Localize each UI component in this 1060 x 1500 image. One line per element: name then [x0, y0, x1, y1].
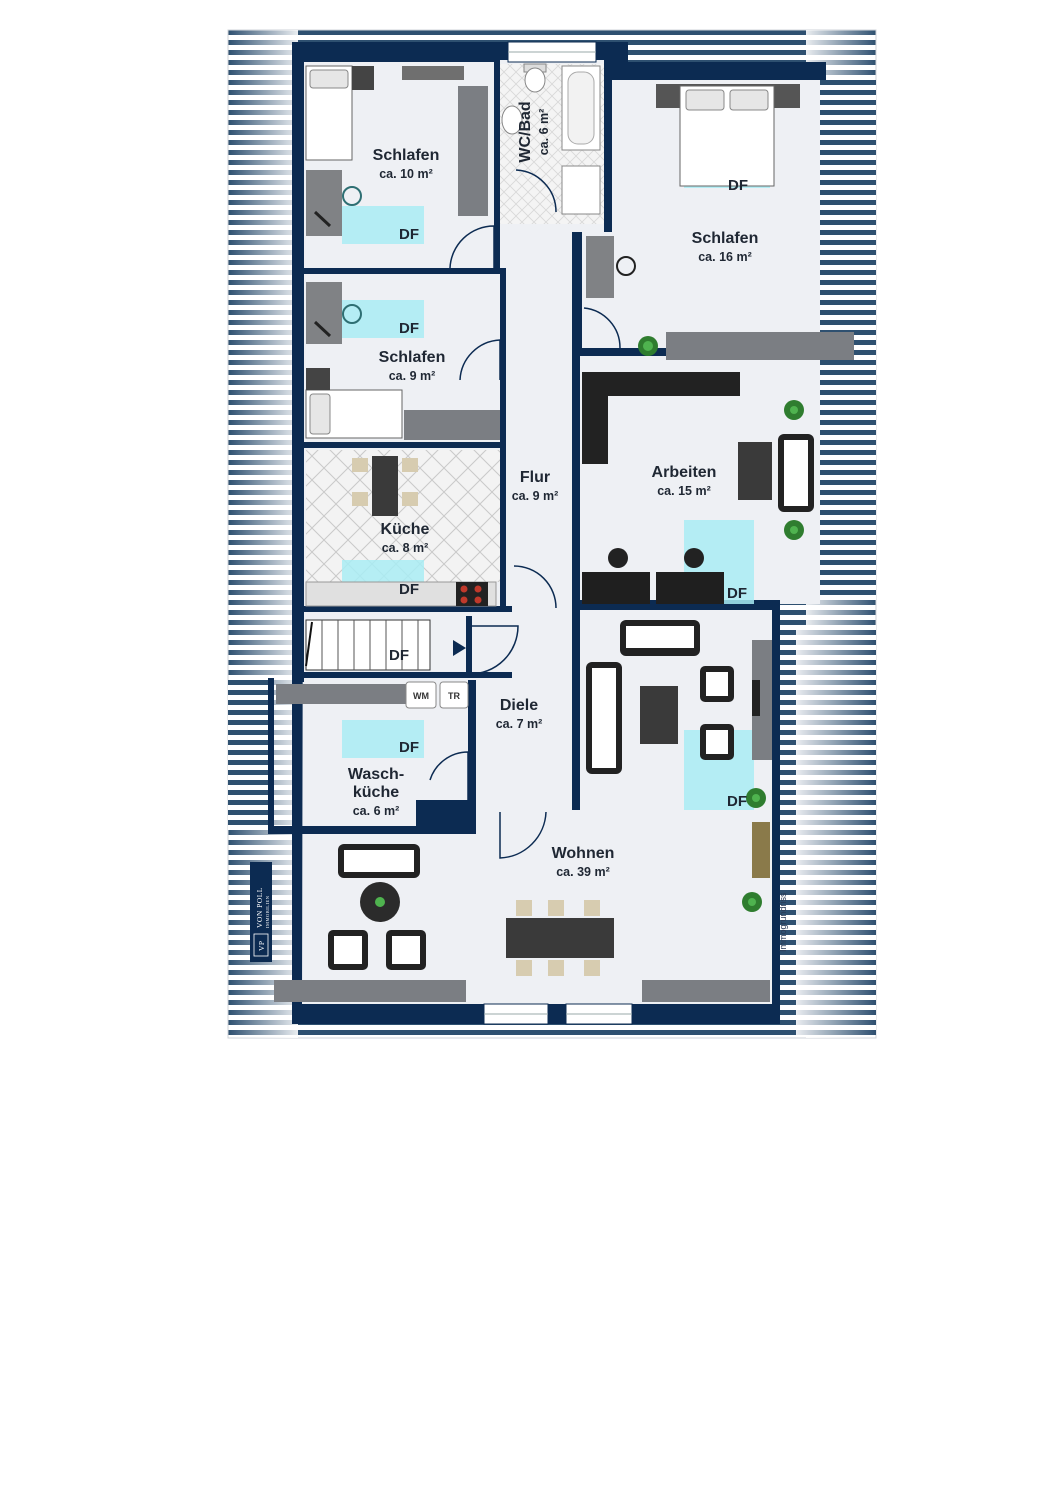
svg-text:TR: TR: [448, 691, 460, 701]
dining-table-icon: [352, 456, 418, 516]
desk: [306, 170, 342, 236]
windows: [483, 41, 633, 1025]
svg-text:ca. 7 m²: ca. 7 m²: [496, 717, 543, 731]
shelf: [582, 396, 608, 464]
desk: [582, 572, 650, 604]
svg-text:Arbeiten: Arbeiten: [652, 464, 717, 481]
svg-text:DF: DF: [727, 585, 747, 602]
desk-chair-icon: [608, 548, 704, 568]
room-wc-bad: WC/Bad ca. 6 m²: [517, 101, 551, 162]
washer-icon: WM: [405, 681, 437, 709]
svg-text:Schlafen: Schlafen: [379, 349, 446, 366]
shower-icon: [561, 165, 601, 215]
svg-text:VON POLL: VON POLL: [255, 887, 264, 928]
skylight-labels: DF DF DF DF DF DF DF DF: [389, 177, 748, 810]
svg-text:WC/Bad: WC/Bad: [517, 101, 534, 162]
room-arbeiten: Arbeiten ca. 15 m²: [652, 464, 717, 498]
coffee-table: [640, 686, 678, 744]
svg-text:DF: DF: [399, 739, 419, 756]
svg-text:Wasch-: Wasch-: [348, 766, 404, 783]
shelf: [752, 822, 770, 878]
bed-icon: [656, 84, 800, 187]
toilet-icon: [523, 63, 547, 93]
svg-text:WM: WM: [413, 691, 429, 701]
room-waschkueche: Wasch- küche ca. 6 m²: [348, 766, 404, 818]
room-wohnen: Wohnen ca. 39 m²: [552, 845, 615, 879]
svg-text:ca. 6 m²: ca. 6 m²: [353, 804, 400, 818]
desk-chair-icon: [616, 256, 636, 276]
desk-chair-icon: [313, 304, 362, 338]
room-schlafen-2: Schlafen ca. 16 m²: [692, 230, 759, 264]
shelf: [582, 372, 740, 396]
svg-text:DF: DF: [389, 647, 409, 664]
door-swing-icon: [429, 169, 621, 859]
room-flur: Flur ca. 9 m²: [512, 469, 559, 503]
svg-text:Diele: Diele: [500, 697, 538, 714]
counter: [276, 684, 406, 704]
bathtub-icon: [561, 65, 601, 151]
plant-icon: [742, 400, 804, 912]
svg-text:ca. 8 m²: ca. 8 m²: [382, 541, 429, 555]
room-schlafen-3: Schlafen ca. 9 m²: [379, 349, 446, 383]
armchair-icon: [328, 666, 734, 970]
svg-text:Küche: Küche: [381, 521, 430, 538]
svg-text:Flur: Flur: [520, 469, 550, 486]
sink-icon: [501, 105, 523, 135]
svg-text:IMMOBILIEN: IMMOBILIEN: [265, 895, 270, 928]
bed-icon: [305, 368, 403, 439]
wardrobe: [666, 332, 854, 360]
desk: [586, 236, 614, 298]
svg-text:Schlafen: Schlafen: [692, 230, 759, 247]
room-schlafen-1: Schlafen ca. 10 m²: [373, 147, 440, 181]
svg-text:ca. 9 m²: ca. 9 m²: [512, 489, 559, 503]
sideboard: [642, 980, 770, 1002]
svg-text:DF: DF: [727, 793, 747, 810]
svg-text:DF: DF: [728, 177, 748, 194]
svg-text:küche: küche: [353, 784, 399, 801]
svg-text:Schlafen: Schlafen: [373, 147, 440, 164]
svg-text:DF: DF: [399, 226, 419, 243]
room-diele: Diele ca. 7 m²: [496, 697, 543, 731]
svg-text:VP: VP: [257, 940, 266, 951]
coffee-table: [738, 442, 772, 500]
bed-icon: [305, 65, 374, 161]
svg-text:ca. 10 m²: ca. 10 m²: [379, 167, 433, 181]
sideboard: [274, 980, 466, 1002]
room-kueche: Küche ca. 8 m²: [381, 521, 430, 555]
svg-text:ca. 16 m²: ca. 16 m²: [698, 250, 752, 264]
svg-text:DF: DF: [399, 320, 419, 337]
watermark: Immogrundriss: [778, 892, 788, 952]
stove-icon: [456, 582, 488, 606]
sofa-icon: [778, 434, 814, 512]
sofa-icon: [338, 620, 700, 878]
svg-text:ca. 15 m²: ca. 15 m²: [657, 484, 711, 498]
plant-icon: [638, 336, 658, 356]
wardrobe: [458, 86, 488, 216]
svg-text:ca. 9 m²: ca. 9 m²: [389, 369, 436, 383]
shelf: [402, 66, 464, 80]
desk: [306, 282, 342, 344]
svg-text:ca. 6 m²: ca. 6 m²: [537, 109, 551, 156]
dining-table-icon: [506, 900, 614, 976]
interior-walls: [268, 62, 822, 834]
desk: [656, 572, 724, 604]
dryer-icon: TR: [439, 681, 469, 709]
svg-text:DF: DF: [399, 581, 419, 598]
staircase-icon: [305, 619, 466, 671]
von-poll-logo: VP VON POLL IMMOBILIEN: [250, 862, 272, 962]
tv-icon: [752, 640, 772, 760]
svg-text:Wohnen: Wohnen: [552, 845, 615, 862]
round-table: [360, 882, 400, 922]
desk-chair-icon: [313, 186, 362, 228]
wardrobe: [404, 410, 500, 440]
svg-text:ca. 39 m²: ca. 39 m²: [556, 865, 610, 879]
